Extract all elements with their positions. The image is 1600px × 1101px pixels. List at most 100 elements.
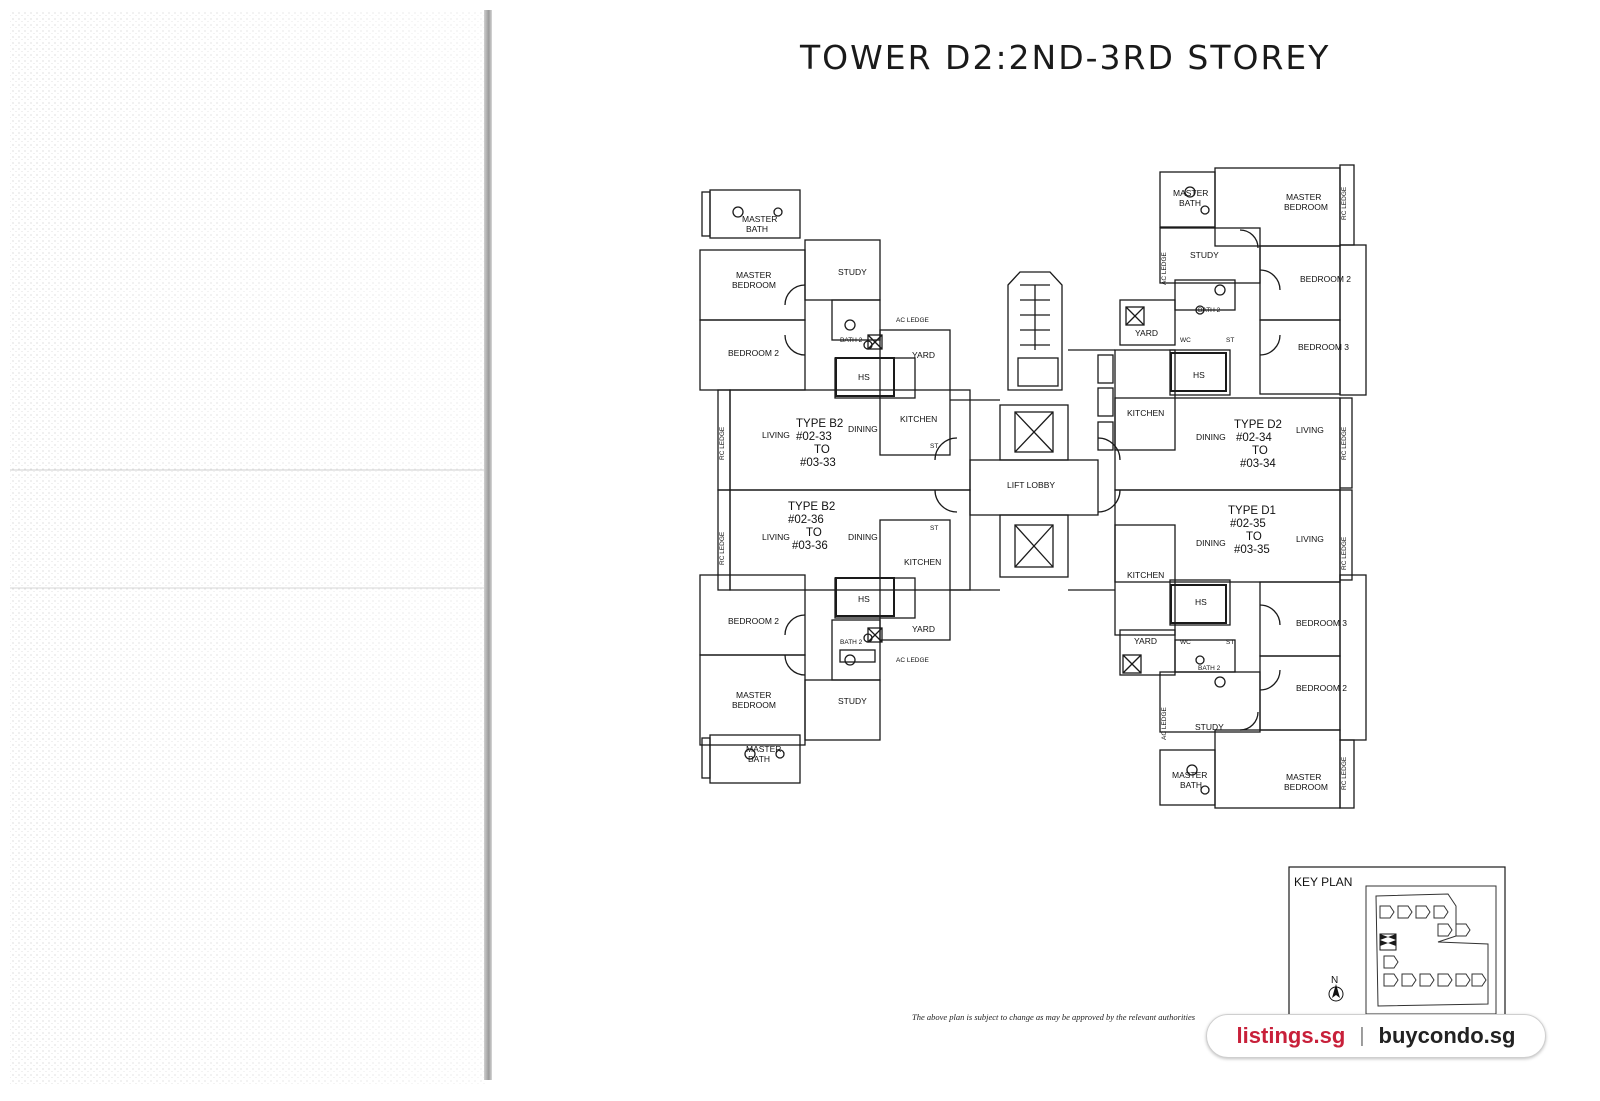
label-st-4: ST bbox=[1226, 639, 1234, 646]
unit-to-2: TO bbox=[1252, 445, 1268, 457]
label-master-bedroom-2b: BEDROOM bbox=[732, 700, 776, 710]
unit-type-1: TYPE B2 bbox=[788, 501, 835, 513]
label-master-bedroom-1: MASTER bbox=[736, 270, 771, 280]
unit-to-number-2: #03-34 bbox=[1240, 458, 1276, 470]
label-bedroom2-3: BEDROOM 2 bbox=[1300, 274, 1351, 284]
label-study-4: STUDY bbox=[1195, 722, 1224, 732]
label-master-bedroom-2: MASTER bbox=[736, 690, 771, 700]
label-master-bath-4: MASTER bbox=[1172, 770, 1207, 780]
label-master-bath-3b: BATH bbox=[1179, 198, 1201, 208]
label-bedroom2-1: BEDROOM 2 bbox=[728, 348, 779, 358]
label-rc-ledge-2: RC LEDGE bbox=[719, 531, 726, 565]
label-hs-3: HS bbox=[1193, 370, 1205, 380]
label-yard-3: YARD bbox=[1135, 328, 1158, 338]
label-living-2: LIVING bbox=[762, 532, 790, 542]
label-kitchen-4: KITCHEN bbox=[1127, 570, 1164, 580]
label-st-2: ST bbox=[930, 525, 938, 532]
door-swings bbox=[784, 229, 1281, 731]
core-walls bbox=[950, 271, 1115, 591]
unit-to-1: TO bbox=[806, 527, 822, 539]
label-master-bedroom-4: MASTER bbox=[1286, 772, 1321, 782]
label-hs-2: HS bbox=[858, 594, 870, 604]
label-master-bath-1: MASTER bbox=[742, 214, 777, 224]
label-ac-ledge-2: AC LEDGE bbox=[896, 657, 930, 664]
key-plan: KEY PLAN N bbox=[1288, 866, 1506, 1016]
label-study-1: STUDY bbox=[838, 267, 867, 277]
unit-to-number-3: #03-35 bbox=[1234, 544, 1270, 556]
label-yard-1: YARD bbox=[912, 350, 935, 360]
label-yard-2: YARD bbox=[912, 624, 935, 634]
label-hs-1: HS bbox=[858, 372, 870, 382]
label-master-bath-2: MASTER bbox=[746, 744, 781, 754]
watermark-site-a[interactable]: listings.sg bbox=[1236, 1023, 1346, 1048]
label-master-bedroom-1b: BEDROOM bbox=[732, 280, 776, 290]
household-shelters bbox=[835, 352, 1227, 624]
label-master-bath-4b: BATH bbox=[1180, 780, 1202, 790]
unit-to-0: TO bbox=[814, 444, 830, 456]
label-dining-1: DINING bbox=[848, 424, 878, 434]
label-bath2-2: BATH 2 bbox=[840, 639, 863, 646]
unit-to-number-1: #03-36 bbox=[792, 540, 828, 552]
label-bath2-4: BATH 2 bbox=[1198, 665, 1221, 672]
right-wing-walls bbox=[1114, 164, 1367, 809]
unit-type-2: TYPE D2 bbox=[1234, 419, 1282, 431]
unit-to-3: TO bbox=[1246, 531, 1262, 543]
unit-from-3: #02-35 bbox=[1230, 518, 1266, 530]
label-rc-ledge-3: RC LEDGE bbox=[1341, 186, 1348, 220]
label-lift-lobby: LIFT LOBBY bbox=[1007, 480, 1055, 490]
label-bedroom3-4: BEDROOM 3 bbox=[1296, 618, 1347, 628]
unit-from-0: #02-33 bbox=[796, 431, 832, 443]
binding-edge bbox=[484, 10, 492, 1080]
label-master-bath-1b: BATH bbox=[746, 224, 768, 234]
watermark-site-b[interactable]: buycondo.sg bbox=[1378, 1023, 1516, 1048]
label-living-1: LIVING bbox=[762, 430, 790, 440]
unit-type-0: TYPE B2 bbox=[796, 418, 843, 430]
label-rc-ledge-6: RC LEDGE bbox=[1341, 756, 1348, 790]
label-wc-4: WC bbox=[1180, 639, 1191, 646]
label-study-2: STUDY bbox=[838, 696, 867, 706]
unit-from-2: #02-34 bbox=[1236, 432, 1272, 444]
label-dining-3: DINING bbox=[1196, 432, 1226, 442]
highlighted-tower bbox=[1379, 933, 1397, 951]
label-living-4: LIVING bbox=[1296, 534, 1324, 544]
label-kitchen-3: KITCHEN bbox=[1127, 408, 1164, 418]
label-master-bath-2b: BATH bbox=[748, 754, 770, 764]
label-hs-4: HS bbox=[1195, 597, 1207, 607]
north-label: N bbox=[1331, 975, 1338, 986]
label-master-bedroom-4b: BEDROOM bbox=[1284, 782, 1328, 792]
label-dining-2: DINING bbox=[848, 532, 878, 542]
label-rc-ledge-5: RC LEDGE bbox=[1341, 536, 1348, 570]
label-master-bedroom-3: MASTER bbox=[1286, 192, 1321, 202]
label-kitchen-2: KITCHEN bbox=[904, 557, 941, 567]
unit-to-number-0: #03-33 bbox=[800, 457, 836, 469]
floor-plan: MASTER BATH MASTER BEDROOM STUDY BEDROOM… bbox=[699, 164, 1367, 809]
label-kitchen-1: KITCHEN bbox=[900, 414, 937, 424]
label-st-1: ST bbox=[930, 443, 938, 450]
unit-type-3: TYPE D1 bbox=[1228, 505, 1276, 517]
label-master-bath-3: MASTER bbox=[1173, 188, 1208, 198]
key-plan-label: KEY PLAN bbox=[1294, 875, 1352, 889]
label-bedroom3-3: BEDROOM 3 bbox=[1298, 342, 1349, 352]
north-arrow-icon: N bbox=[1328, 975, 1344, 1002]
scan-noise bbox=[10, 10, 486, 1085]
unit-labels: TYPE B2 #02-33 TO #03-33 TYPE B2 #02-36 … bbox=[788, 418, 1282, 556]
label-bedroom2-2: BEDROOM 2 bbox=[728, 616, 779, 626]
label-study-3: STUDY bbox=[1190, 250, 1219, 260]
disclaimer: The above plan is subject to change as m… bbox=[912, 1012, 1196, 1022]
watermark-badge[interactable]: listings.sg | buycondo.sg bbox=[1206, 1014, 1546, 1058]
page-title: TOWER D2:2ND-3RD STOREY bbox=[800, 38, 1331, 77]
scanned-blank-page bbox=[0, 0, 492, 1101]
sanitary-fixtures bbox=[732, 186, 1226, 795]
room-labels: MASTER BATH MASTER BEDROOM STUDY BEDROOM… bbox=[719, 186, 1351, 792]
label-wc-3: WC bbox=[1180, 337, 1191, 344]
watermark-separator: | bbox=[1359, 1024, 1365, 1047]
label-rc-ledge-4: RC LEDGE bbox=[1341, 426, 1348, 460]
label-ac-ledge-3: AC LEDGE bbox=[1161, 251, 1168, 285]
label-rc-ledge-1: RC LEDGE bbox=[719, 426, 726, 460]
label-dining-4: DINING bbox=[1196, 538, 1226, 548]
label-bath2-1: BATH 2 bbox=[840, 337, 863, 344]
label-st-3: ST bbox=[1226, 337, 1234, 344]
unit-from-1: #02-36 bbox=[788, 514, 824, 526]
label-yard-4: YARD bbox=[1134, 636, 1157, 646]
label-ac-ledge-1: AC LEDGE bbox=[896, 317, 930, 324]
